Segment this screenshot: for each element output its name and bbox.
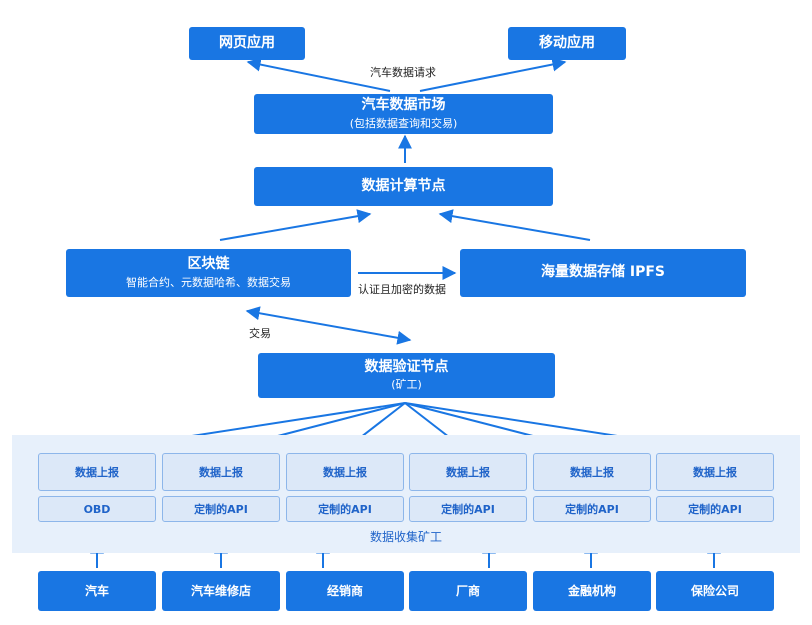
interface-cell: 定制的API [656,496,774,522]
interface-cell: OBD [38,496,156,522]
data-market-subtitle: (包括数据查询和交易) [349,116,458,130]
report-cell: 数据上报 [38,453,156,491]
report-cell: 数据上报 [656,453,774,491]
interface-cell: 定制的API [409,496,527,522]
compute-title: 数据计算节点 [361,177,446,194]
source-node: 经销商 [286,571,404,611]
blockchain-node: 区块链 智能合约、元数据哈希、数据交易 [66,249,351,297]
ipfs-title: 海量数据存储 IPFS [541,264,665,281]
trade-label: 交易 [249,327,271,340]
source-node: 汽车维修店 [162,571,280,611]
source-node: 汽车 [38,571,156,611]
arrow-blockchain-to-compute [219,209,372,241]
interface-cell: 定制的API [533,496,651,522]
verify-subtitle: (矿工) [391,378,422,392]
source-node: 厂商 [409,571,527,611]
blockchain-subtitle: 智能合约、元数据哈希、数据交易 [126,275,291,289]
interface-cell: 定制的API [286,496,404,522]
report-cell: 数据上报 [409,453,527,491]
mobile-app-node: 移动应用 [508,27,626,60]
web-app-label: 网页应用 [219,34,275,51]
arrow-market-to-mobile [419,57,567,92]
interface-cell: 定制的API [162,496,280,522]
web-app-node: 网页应用 [189,27,305,60]
arrow-trade-bidirectional [245,306,412,345]
report-cell: 数据上报 [286,453,404,491]
verify-node: 数据验证节点 (矿工) [258,353,555,398]
source-node: 金融机构 [533,571,651,611]
compute-node: 数据计算节点 [254,167,553,206]
auth-data-label: 认证且加密的数据 [358,283,446,296]
report-cell: 数据上报 [533,453,651,491]
data-market-node: 汽车数据市场 (包括数据查询和交易) [254,94,553,134]
blockchain-title: 区块链 [187,256,230,273]
arrow-market-to-web [246,57,391,92]
arrow-ipfs-to-compute [438,209,591,241]
source-node: 保险公司 [656,571,774,611]
report-cell: 数据上报 [162,453,280,491]
data-market-title: 汽车数据市场 [361,97,446,114]
collection-zone-label: 数据收集矿工 [369,530,442,544]
verify-title: 数据验证节点 [364,358,449,375]
mobile-app-label: 移动应用 [539,34,595,51]
request-label: 汽车数据请求 [370,66,436,79]
ipfs-node: 海量数据存储 IPFS [460,249,746,297]
